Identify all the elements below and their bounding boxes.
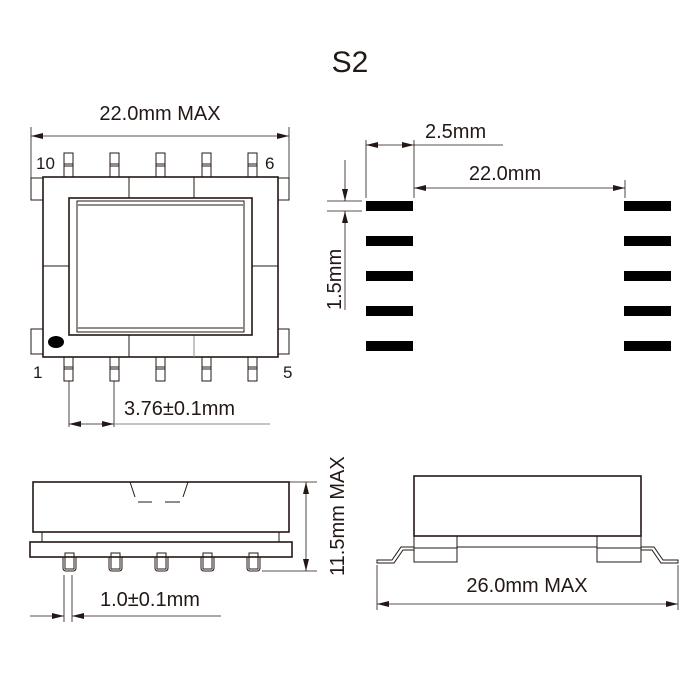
pin-label-5: 5 (283, 363, 292, 382)
pin-label-1: 1 (33, 363, 42, 382)
pad-length-label: 2.5mm (425, 121, 486, 143)
bottom-pins (63, 356, 258, 382)
pin-width-label: 1.0±0.1mm (100, 589, 200, 611)
top-view: 22.0mm MAX (30, 103, 292, 427)
pin-label-6: 6 (265, 154, 274, 173)
pad-layout: 2.5mm 22.0mm 1.5mm (324, 121, 671, 351)
overall-width-label: 26.0mm MAX (466, 575, 587, 597)
front-pins (62, 552, 261, 572)
height-label: 11.5mm MAX (327, 456, 349, 576)
side-view: 26.0mm MAX (376, 475, 679, 610)
top-width-label: 22.0mm MAX (99, 103, 220, 125)
front-view: 11.5mm MAX 1.0±0.1mm (29, 456, 349, 622)
pad-pitch-label: 1.5mm (324, 249, 346, 310)
top-pins (63, 152, 258, 178)
page-title: S2 (332, 46, 369, 79)
pin1-marker-icon (48, 336, 64, 348)
pin-label-10: 10 (36, 154, 55, 173)
pitch-label: 3.76±0.1mm (124, 398, 235, 420)
row-spacing-label: 22.0mm (469, 163, 541, 185)
